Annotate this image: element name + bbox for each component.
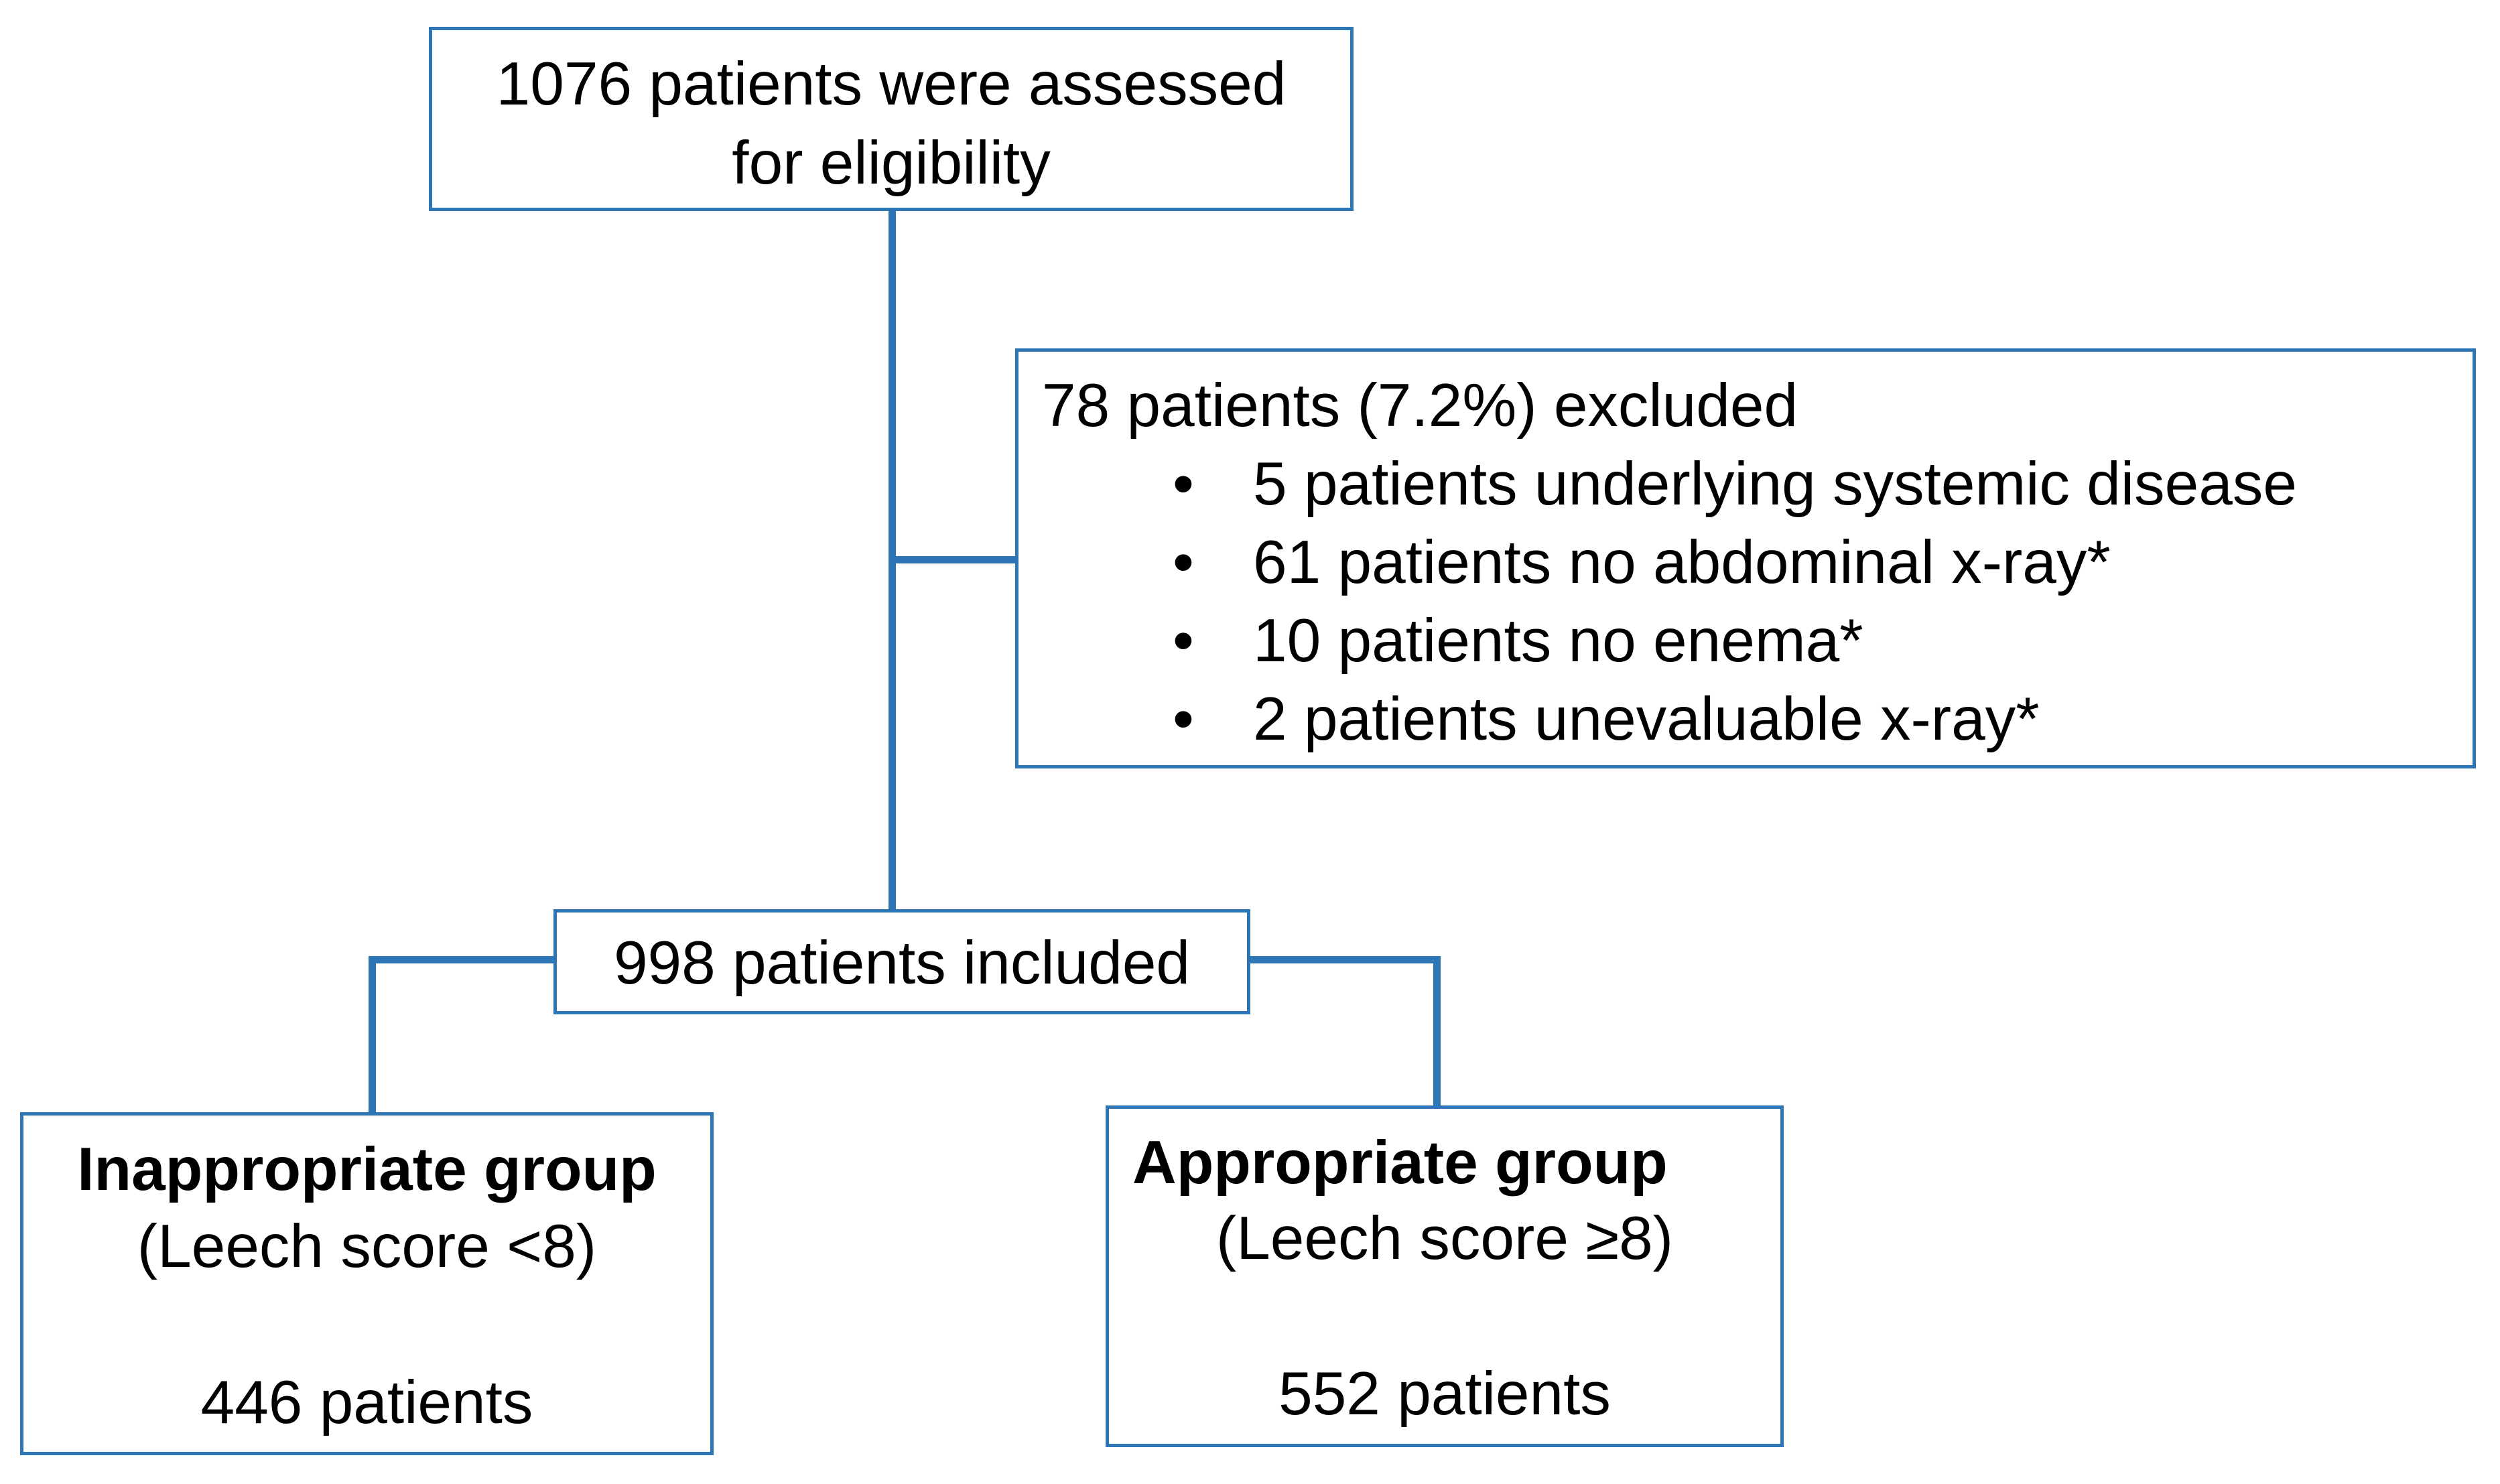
- appropriate-group-title: Appropriate group: [1132, 1129, 1668, 1197]
- included-label: 998 patients included: [613, 929, 1191, 997]
- connector-right-vertical: [1433, 956, 1441, 1107]
- bullet-icon: •: [1173, 607, 1194, 675]
- bullet-icon: •: [1173, 529, 1194, 596]
- assessed-line-2: for eligibility: [732, 129, 1051, 197]
- excluded-item-systemic-disease: 5 patients underlying systemic disease: [1253, 450, 2297, 518]
- inappropriate-group-criterion: (Leech score <8): [137, 1213, 597, 1280]
- excluded-item-no-abdominal-xray: 61 patients no abdominal x-ray*: [1253, 529, 2111, 596]
- inappropriate-group-box: [20, 1112, 714, 1455]
- connector-right-horizontal: [1246, 956, 1441, 963]
- excluded-item-no-enema: 10 patients no enema*: [1253, 607, 1863, 675]
- assessed-box: [429, 27, 1354, 211]
- excluded-item-unevaluable-xray: 2 patients unevaluable x-ray*: [1253, 685, 2040, 753]
- excluded-box: [1015, 348, 2476, 768]
- bullet-icon: •: [1173, 450, 1194, 518]
- appropriate-group-criterion: (Leech score ≥8): [1215, 1205, 1674, 1272]
- assessed-line-1: 1076 patients were assessed: [496, 50, 1287, 118]
- connector-left-vertical: [369, 956, 376, 1114]
- appropriate-group-count: 552 patients: [1278, 1360, 1611, 1428]
- bullet-icon: •: [1173, 685, 1194, 753]
- connector-left-horizontal: [369, 956, 556, 963]
- included-box: [553, 909, 1250, 1014]
- inappropriate-group-title: Inappropriate group: [77, 1136, 657, 1203]
- inappropriate-group-count: 446 patients: [200, 1369, 533, 1436]
- appropriate-group-box: [1106, 1105, 1784, 1447]
- excluded-title: 78 patients (7.2%) excluded: [1042, 372, 1798, 440]
- connector-excluded-branch: [889, 556, 1016, 563]
